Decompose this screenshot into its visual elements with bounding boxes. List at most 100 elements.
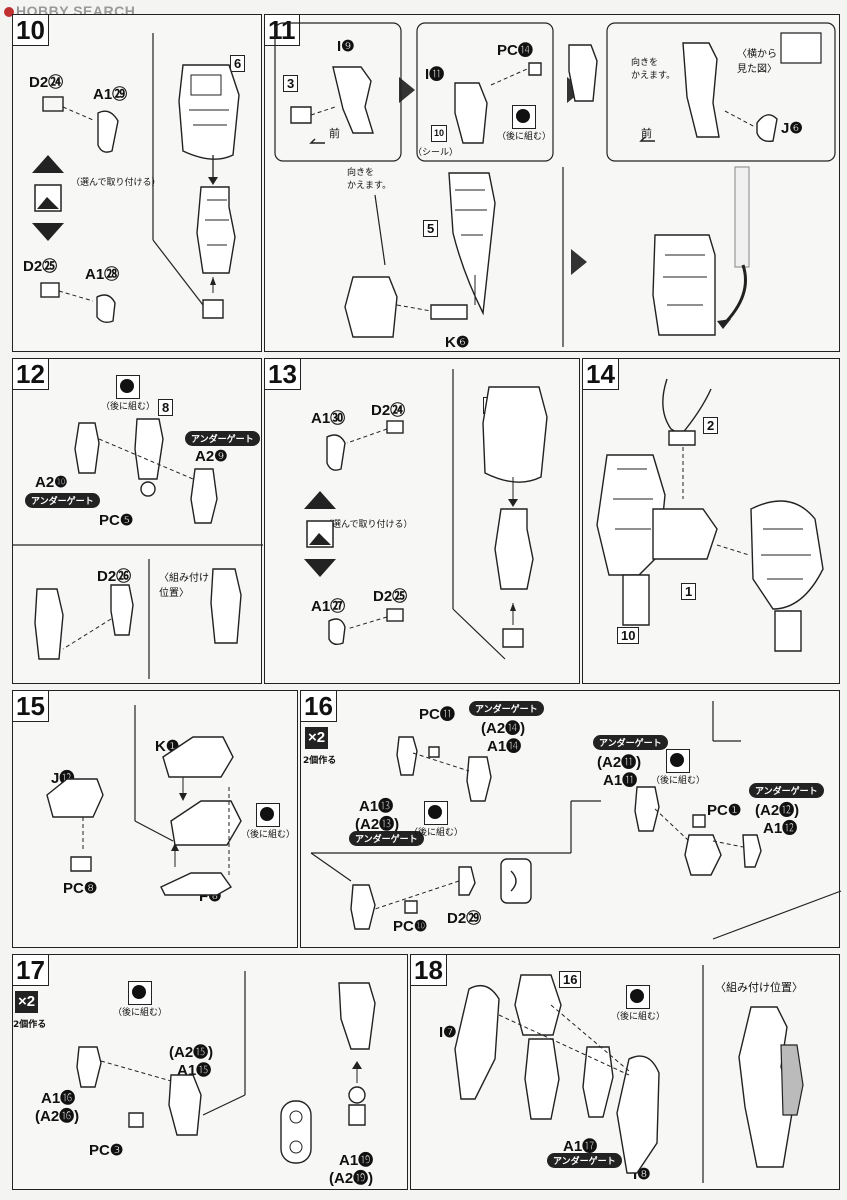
step-number: 13 xyxy=(265,359,301,390)
part-label: A1⓳ xyxy=(339,1152,374,1169)
assemble-later-icon xyxy=(116,375,140,399)
part-label: (A2⓳) xyxy=(329,1170,374,1187)
side-view-note: 〈横から 見た図〉 xyxy=(737,49,777,75)
step-11-panel: 11 I❾ 3 前 I⓫ PC⓮ 10 （シール） （後に組む） 向きを かえま… xyxy=(264,14,840,352)
assemble-later-marker: （後に組む） xyxy=(113,979,167,1018)
step-number: 16 xyxy=(301,691,337,722)
part-label: D2㉙ xyxy=(447,910,482,927)
step-ref-box: 10 xyxy=(617,627,640,644)
step-13-panel: 13 A1㉚ D2㉔ 11 （選んで取り付ける） A1㉗ D2㉕ xyxy=(264,358,580,684)
step-number: 11 xyxy=(265,15,300,46)
part-label: PC❺ xyxy=(99,512,134,529)
step-arrow-icon xyxy=(571,249,587,275)
assemble-later-marker: （後に組む） xyxy=(497,103,551,142)
part-label: J❻ xyxy=(781,120,803,137)
part-label: PC❿ xyxy=(393,918,428,935)
assemble-later-text: （後に組む） xyxy=(113,1008,168,1018)
assemble-later-icon xyxy=(128,981,152,1005)
assembly-illustration xyxy=(304,369,548,660)
undergate-badge: アンダーゲート xyxy=(25,493,100,508)
part-label: PC⓫ xyxy=(419,706,455,723)
make-two-badge: ×2 xyxy=(15,991,39,1013)
part-label: A2❿ xyxy=(35,474,68,491)
seal-note: （シール） xyxy=(413,148,459,158)
part-label: A1㉚ xyxy=(311,410,346,427)
step-15-panel: 15 J⓬ PC❽ K❶ （後に組む） F❽ xyxy=(12,690,298,948)
part-label: A1⓮ xyxy=(487,738,522,755)
step-ref-box: 6 xyxy=(230,55,246,72)
step-ref-box: 2 xyxy=(703,417,719,434)
assemble-later-icon xyxy=(424,801,448,825)
seal-number: 10 xyxy=(431,125,448,142)
rotate-note: 向きを かえます。 xyxy=(347,168,392,191)
part-label: D2㉕ xyxy=(373,588,408,605)
part-label: A1⓬ xyxy=(763,820,798,837)
assembly-illustration xyxy=(596,378,824,652)
undergate-badge: アンダーゲート xyxy=(469,701,544,716)
step-arrow-icon xyxy=(399,77,415,103)
part-label: A1㉘ xyxy=(85,266,120,283)
part-label: A1⓰ xyxy=(41,1090,76,1107)
select-note: （選んで取り付ける） xyxy=(323,520,413,530)
step-ref-box: 5 xyxy=(423,220,439,237)
part-label: D2㉕ xyxy=(23,258,58,275)
assemble-later-text: （後に組む） xyxy=(651,776,706,786)
step-number: 10 xyxy=(13,15,49,46)
part-label: (A2⓯) xyxy=(169,1044,214,1061)
assemble-later-marker: （後に組む） xyxy=(241,801,295,840)
step-ref-box: 1 xyxy=(681,583,697,600)
part-label: (A2⓫) xyxy=(597,754,642,771)
part-label: A1⓫ xyxy=(603,772,638,789)
step-10-panel: 10 D2㉔ A1㉙ 6 （選んで取り付ける） D2㉕ A1㉘ xyxy=(12,14,262,352)
assembly-illustration xyxy=(32,33,240,324)
rotate-note: 向きを かえます。 xyxy=(631,58,676,81)
undergate-badge: アンダーゲート xyxy=(749,783,824,798)
assemble-later-text: （後に組む） xyxy=(497,132,552,142)
assemble-later-text: （後に組む） xyxy=(611,1012,666,1022)
part-label: A2❾ xyxy=(195,448,228,465)
step-17-panel: 17 ×2 2個作る （後に組む） (A2⓯) A1⓯ A1⓰ (A2⓰) PC… xyxy=(12,954,408,1190)
part-label: (A2⓰) xyxy=(35,1108,80,1125)
part-label: (A2⓮) xyxy=(481,720,526,737)
make-two-badge: ×2 xyxy=(305,727,329,749)
part-label: I⓫ xyxy=(425,66,445,83)
part-label: I❼ xyxy=(439,1024,457,1041)
part-label: PC❶ xyxy=(707,802,742,819)
front-label: 前 xyxy=(329,127,340,140)
assemble-later-marker: （後に組む） xyxy=(409,799,463,838)
assemble-later-text: （後に組む） xyxy=(409,828,464,838)
assembly-illustration xyxy=(13,418,263,679)
logo-icon xyxy=(4,7,14,17)
select-note: （選んで取り付ける） xyxy=(71,178,161,188)
part-label: I❾ xyxy=(337,38,355,55)
step-number: 12 xyxy=(13,359,49,390)
assemble-later-text: （後に組む） xyxy=(101,402,156,412)
part-label: PC❸ xyxy=(89,1142,124,1159)
part-label: D2㉔ xyxy=(371,402,406,419)
assemble-later-icon xyxy=(256,803,280,827)
step-number: 15 xyxy=(13,691,49,722)
assemble-later-icon xyxy=(626,985,650,1009)
position-note: 〈組み付け位置〉 xyxy=(715,981,803,994)
front-label: 前 xyxy=(641,127,652,140)
assemble-later-icon xyxy=(666,749,690,773)
assembly-illustration xyxy=(46,705,242,896)
part-label: PC⓮ xyxy=(497,42,533,59)
step-ref-box: 8 xyxy=(158,399,174,416)
assemble-later-marker: （後に組む） xyxy=(101,373,155,412)
step-18-panel: 18 16 （後に組む） 〈組み付け位置〉 I❼ A1⓱ アンダーゲート I❽ xyxy=(410,954,840,1190)
part-label: A1⓱ xyxy=(563,1138,598,1155)
undergate-badge: アンダーゲート xyxy=(349,831,424,846)
part-label: D2㉖ xyxy=(97,568,132,585)
part-label: PC❽ xyxy=(63,880,98,897)
step-number: 18 xyxy=(411,955,447,986)
step-16-panel: 16 ×2 2個作る PC⓫ アンダーゲート (A2⓮) A1⓮ A1⓭ (A2… xyxy=(300,690,842,948)
assembly-illustration xyxy=(274,22,836,347)
make-two-note: 2個作る xyxy=(303,756,337,766)
part-label: D2㉔ xyxy=(29,74,64,91)
assemble-later-marker: （後に組む） xyxy=(651,747,705,786)
part-label: K❻ xyxy=(445,334,470,351)
undergate-badge: アンダーゲート xyxy=(593,735,668,750)
make-two-note: 2個作る xyxy=(13,1020,47,1030)
